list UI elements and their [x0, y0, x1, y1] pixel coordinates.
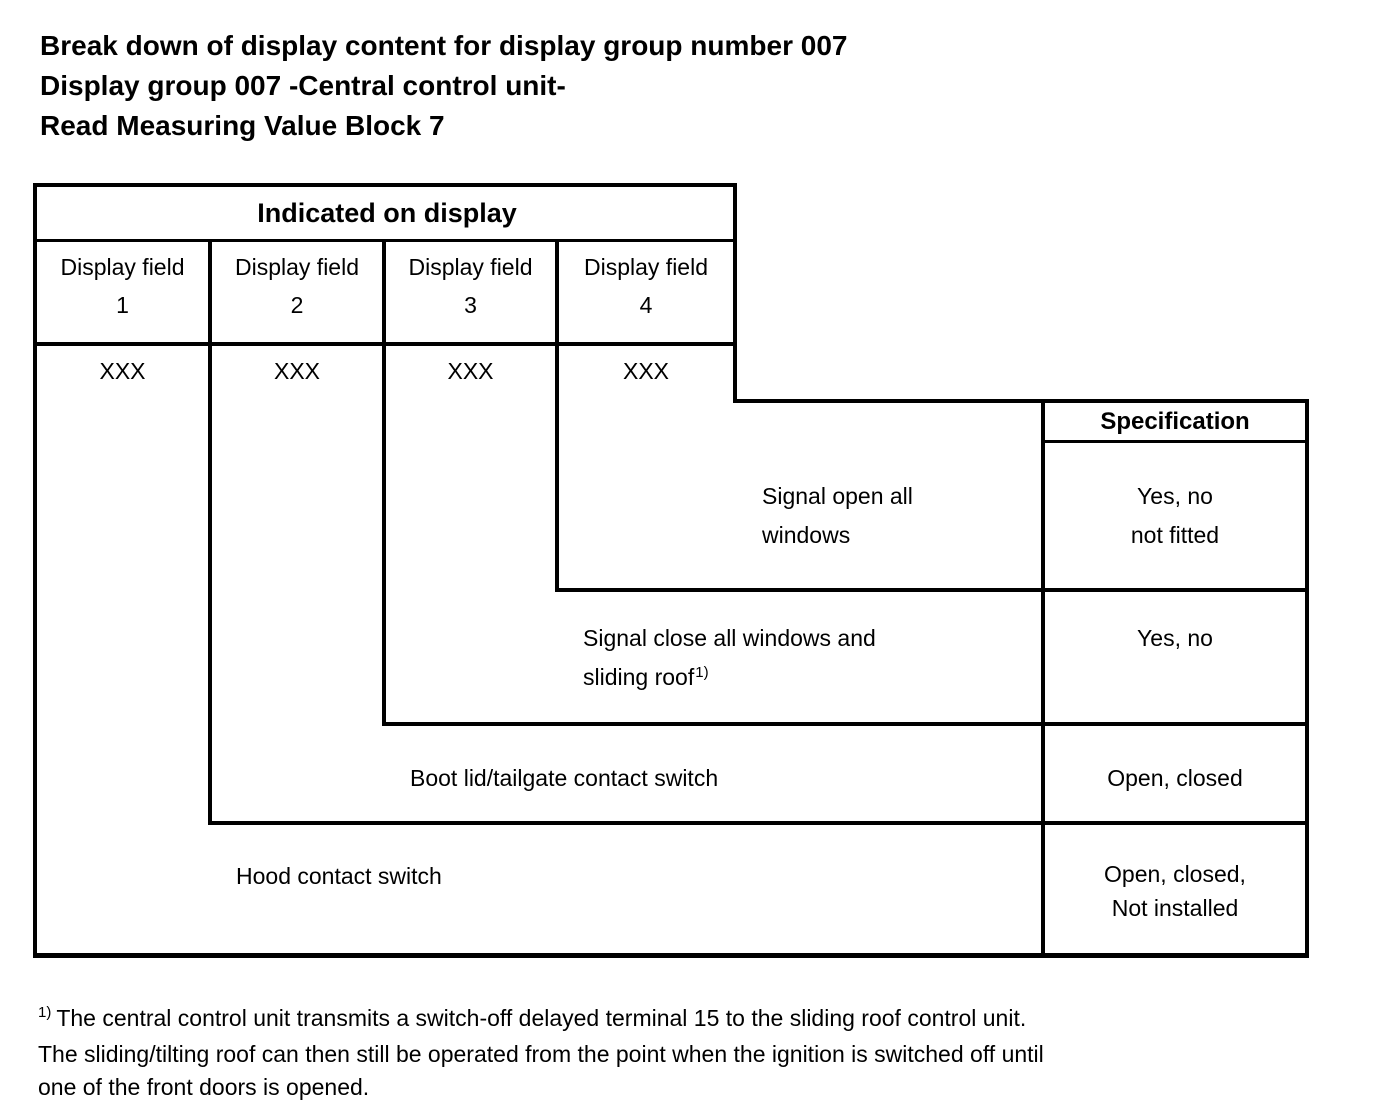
- row-1-bottom-line: [555, 588, 1309, 592]
- page-title-line-2: Display group 007 -Central control unit-: [40, 70, 566, 101]
- row-2-spec-line-1: Yes, no: [1137, 625, 1213, 651]
- row-3-bottom-line: [208, 821, 1309, 825]
- row-1-description-line-2: windows: [762, 522, 851, 548]
- display-field-2-header: Display field 2: [212, 248, 382, 324]
- display-field-4-header: Display field 4: [559, 248, 733, 324]
- display-field-4-number: 4: [639, 292, 653, 318]
- page-title-line-3: Read Measuring Value Block 7: [40, 110, 445, 141]
- row-1-spec-line-2: not fitted: [1130, 522, 1220, 548]
- row-4-description-line-1: Hood contact switch: [236, 863, 442, 889]
- row-2-specification: Yes, no: [1045, 619, 1305, 658]
- row-4-spec-line-2: Not installed: [1111, 895, 1239, 921]
- display-field-2-value: XXX: [273, 358, 321, 384]
- footnote-line-1-text: The central control unit transmits a swi…: [56, 1005, 1027, 1031]
- page-title-line-1: Break down of display content for displa…: [40, 30, 848, 61]
- spec-zone-top-line: [733, 399, 1309, 403]
- footnote-line-1: 1)The central control unit transmits a s…: [38, 1002, 1044, 1038]
- row-1-spec-line-1: Yes, no: [1137, 483, 1213, 509]
- column-divider-2-line: [382, 239, 386, 726]
- table-bottom-border-line: [33, 953, 1309, 958]
- specification-header: Specification: [1100, 407, 1250, 435]
- row-3-specification: Open, closed: [1045, 759, 1305, 798]
- table-left-border-line: [33, 183, 37, 958]
- column-divider-1-line: [208, 239, 212, 825]
- column-divider-3-line: [555, 239, 559, 592]
- footnote-reference-superscript: 1): [695, 664, 709, 681]
- display-field-1-label: Display field: [60, 254, 185, 280]
- footnote-line-3: one of the front doors is opened.: [38, 1074, 370, 1100]
- row-4-description: Hood contact switch: [236, 857, 442, 896]
- page-title: Break down of display content for displa…: [40, 26, 847, 146]
- row-2-description-line-2: sliding roof1): [583, 658, 876, 700]
- display-field-1-header: Display field 1: [37, 248, 208, 324]
- display-field-3-label: Display field: [408, 254, 533, 280]
- display-field-1-value: XXX: [99, 358, 146, 384]
- footnote-line-2: The sliding/tilting roof can then still …: [38, 1041, 1044, 1067]
- spec-column-right-line: [1305, 399, 1309, 958]
- spec-header-divider-line: [1041, 440, 1309, 443]
- display-field-3-value: XXX: [447, 358, 494, 384]
- row-4-spec-line-1: Open, closed,: [1104, 861, 1246, 887]
- row-2-description-line-2-text: sliding roof: [583, 664, 695, 690]
- row-2-bottom-line: [382, 722, 1309, 726]
- display-field-4-label: Display field: [584, 254, 708, 280]
- table-top-border-line: [33, 183, 737, 187]
- display-field-1-number: 1: [116, 292, 129, 318]
- row-4-specification: Open, closed, Not installed: [1045, 857, 1305, 925]
- row-2-description-line-1: Signal close all windows and: [583, 625, 876, 651]
- row-3-description-line-1: Boot lid/tailgate contact switch: [410, 765, 719, 791]
- row-1-description: Signal open all windows: [762, 477, 913, 555]
- row-3-spec-line-1: Open, closed: [1107, 765, 1243, 791]
- row-1-description-line-1: Signal open all: [762, 483, 913, 509]
- header-right-border-line: [733, 183, 737, 403]
- row-2-description: Signal close all windows and sliding roo…: [583, 619, 876, 700]
- display-field-4-value: XXX: [622, 358, 670, 384]
- spec-column-left-line: [1041, 399, 1045, 958]
- display-field-2-number: 2: [290, 292, 304, 318]
- footnote-marker-superscript: 1): [38, 1004, 52, 1021]
- row-3-description: Boot lid/tailgate contact switch: [410, 759, 718, 798]
- row-1-specification: Yes, no not fitted: [1045, 477, 1305, 555]
- display-field-3-header: Display field 3: [386, 248, 555, 324]
- display-field-3-number: 3: [464, 292, 477, 318]
- footnote: 1)The central control unit transmits a s…: [38, 1002, 1044, 1100]
- indicated-on-display-header: Indicated on display: [257, 197, 517, 228]
- display-field-2-label: Display field: [235, 254, 359, 280]
